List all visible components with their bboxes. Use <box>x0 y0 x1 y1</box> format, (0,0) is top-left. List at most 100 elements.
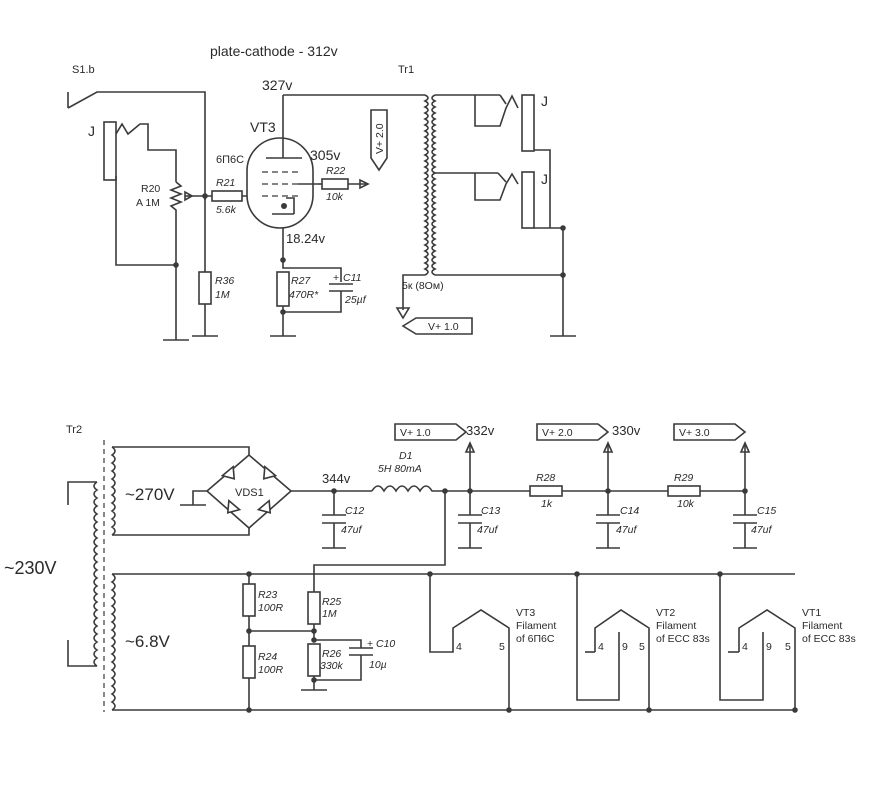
supply-node-v3: V+ 3.0 C15 47uf <box>673 423 776 549</box>
supply-tag-v3-text: V+ 3.0 <box>679 427 710 439</box>
plate-voltage: 327v <box>262 77 292 93</box>
r26-name: R26 <box>322 648 341 660</box>
c10-value: 10µ <box>369 659 387 671</box>
r24-name: R24 <box>258 651 277 663</box>
c14-value: 47uf <box>616 524 638 536</box>
output-jack-2-label: J <box>541 171 548 187</box>
r29-name: R29 <box>674 472 693 484</box>
supply-tag-v2-top: V+ 2.0 <box>370 109 388 172</box>
vt1-pin-5: 5 <box>785 641 791 653</box>
bridge-name: VDS1 <box>235 487 264 499</box>
mains-voltage: ~230V <box>4 558 57 578</box>
choke-d1: D1 5H 80mA <box>313 450 470 592</box>
supply-node-v2: V+ 2.0 330v C14 47uf <box>536 423 641 549</box>
choke-name: D1 <box>399 450 412 462</box>
cathode-voltage: 18.24v <box>286 231 326 246</box>
r20-value: A 1M <box>136 197 160 209</box>
vt3-fil-name: VT3 <box>516 607 535 619</box>
r28-name: R28 <box>536 472 555 484</box>
c15-value: 47uf <box>751 524 773 536</box>
cathode-network: + C11 25µf R27 470R* <box>270 257 367 337</box>
vt3-pin-5: 5 <box>499 641 505 653</box>
c12-name: C12 <box>345 505 364 517</box>
tr1-name: Tr1 <box>398 64 414 76</box>
vt2-pin-9: 9 <box>622 641 628 653</box>
output-transformer-tr1: Tr1 5к (8Ом) <box>283 64 563 320</box>
r25-name: R25 <box>322 596 341 608</box>
tube-vt3: VT3 6П6С 327v 305v 18.24v <box>216 77 340 260</box>
vt1-fil-desc2: of ECC 83s <box>802 633 856 645</box>
c13-name: C13 <box>481 505 500 517</box>
r27-name: R27 <box>291 275 311 287</box>
vt3-fil-desc2: of 6П6С <box>516 633 555 645</box>
tube-name: VT3 <box>250 119 276 135</box>
r20-potentiometer: R20 A 1M <box>136 181 194 341</box>
node-v2-voltage: 330v <box>612 423 641 438</box>
stage-title: plate-cathode - 312v <box>210 43 338 59</box>
r26-value: 330k <box>320 660 344 672</box>
tr2-secondary-filament: ~6.8V <box>110 573 795 711</box>
supply-tag-v1-top: V+ 1.0 <box>401 317 473 335</box>
tr2-name: Tr2 <box>66 424 82 436</box>
input-jack-label: J <box>88 123 95 139</box>
r36-value: 1M <box>215 289 230 301</box>
r21-value: 5.6k <box>216 204 237 216</box>
r20-name: R20 <box>141 183 160 195</box>
hv-secondary-voltage: ~270V <box>125 485 175 504</box>
node-v1-voltage: 332v <box>466 423 495 438</box>
switch-s1b: S1.b <box>67 64 206 200</box>
filament-secondary-voltage: ~6.8V <box>125 632 171 651</box>
choke-value: 5H 80mA <box>378 463 422 475</box>
r36-name: R36 <box>215 275 234 287</box>
filament-elevation: R25 1M R26 330k + C10 10µ <box>301 591 395 691</box>
c15-name: C15 <box>757 505 776 517</box>
r21-name: R21 <box>216 177 235 189</box>
r23-name: R23 <box>258 589 277 601</box>
supply-tag-v1-top-text: V+ 1.0 <box>428 321 459 333</box>
vt2-pin-5: 5 <box>639 641 645 653</box>
output-jack-1: J <box>474 93 548 152</box>
c12-value: 47uf <box>341 524 363 536</box>
vt2-fil-name: VT2 <box>656 607 675 619</box>
r36-resistor: R36 1M <box>192 196 234 337</box>
filament-vt1: 4 9 5 VT1 Filament of ECC 83s <box>717 571 856 713</box>
c14-name: C14 <box>620 505 639 517</box>
c10-plus: + <box>367 638 373 650</box>
r25-value: 1M <box>322 608 337 620</box>
c13-value: 47uf <box>477 524 499 536</box>
vt1-fil-desc1: Filament <box>802 620 842 632</box>
filament-vt2: 4 9 5 VT2 Filament of ECC 83s <box>574 571 710 713</box>
c11-plus: + <box>333 272 339 284</box>
c11-name: C11 <box>343 272 361 284</box>
capacitor-c12: C12 47uf <box>322 491 364 549</box>
r21-resistor: R21 5.6k <box>192 177 262 216</box>
input-jack: J <box>88 121 177 266</box>
switch-label: S1.b <box>72 64 95 76</box>
supply-node-v1: V+ 1.0 332v C13 47uf <box>394 423 500 549</box>
vt1-pin-9: 9 <box>766 641 772 653</box>
vt2-pin-4: 4 <box>598 641 604 653</box>
supply-tag-v2-text: V+ 2.0 <box>542 427 573 439</box>
power-supply: Tr2 ~230V ~270V VDS1 344v <box>4 423 856 713</box>
output-stage: plate-cathode - 312v S1.b J R20 A 1M <box>67 43 576 341</box>
vt3-pin-4: 4 <box>456 641 462 653</box>
vt1-pin-4: 4 <box>742 641 748 653</box>
r29-value: 10k <box>677 498 695 510</box>
r22-value: 10k <box>326 191 344 203</box>
vt2-fil-desc1: Filament <box>656 620 696 632</box>
c10-name: C10 <box>376 638 395 650</box>
vt1-fil-name: VT1 <box>802 607 821 619</box>
r29-resistor: R29 10k <box>667 472 745 510</box>
supply-tag-v2-top-text: V+ 2.0 <box>374 123 386 154</box>
tube-type: 6П6С <box>216 154 244 166</box>
output-jack-2: J <box>474 149 576 337</box>
r27-value: 470R* <box>289 289 319 301</box>
bridge-rectifier-vds1: VDS1 344v <box>180 453 372 530</box>
rectified-voltage: 344v <box>322 471 351 486</box>
tr2-primary: ~230V <box>4 440 105 712</box>
filament-vt3: 4 5 VT3 Filament of 6П6С <box>427 571 556 713</box>
r28-resistor: R28 1k <box>470 472 668 510</box>
tr2-secondary-hv: ~270V <box>110 446 250 536</box>
r23-value: 100R <box>258 602 284 614</box>
